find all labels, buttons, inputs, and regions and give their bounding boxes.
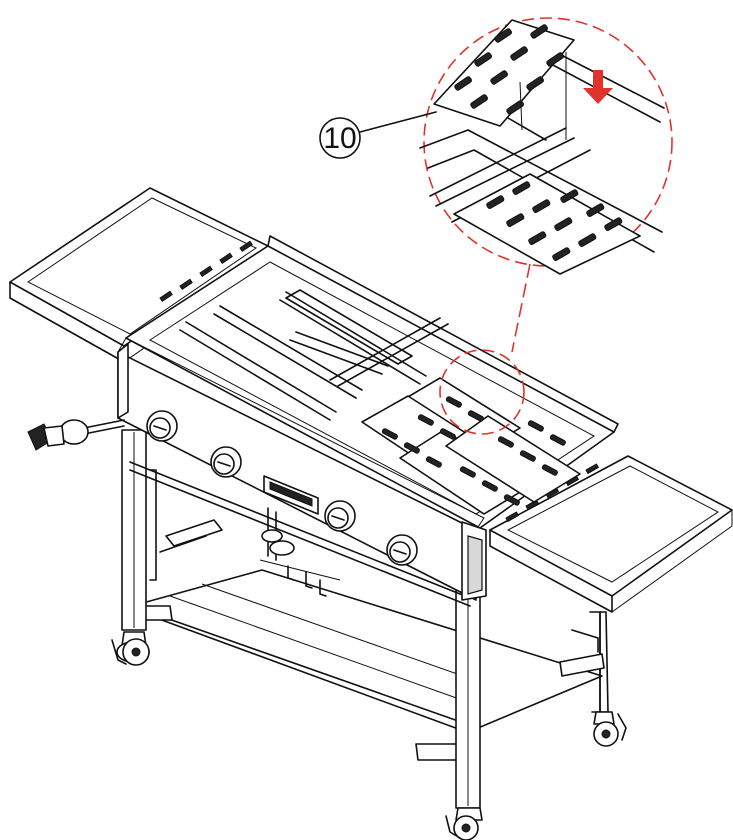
part-number-label: 10 (323, 122, 356, 155)
right-side-shelf (489, 455, 733, 653)
ignition-badge (263, 475, 319, 515)
tool-hooks (259, 507, 341, 597)
lower-shelf (131, 569, 603, 729)
control-knob-4 (386, 534, 418, 566)
gas-regulator (27, 419, 125, 451)
detail-flame-tamer-zoom (419, 19, 665, 275)
part-leader-line (359, 111, 437, 133)
part-callout-circle (319, 117, 361, 159)
arrow-down-icon (583, 70, 613, 104)
cart-frame (121, 429, 609, 809)
control-knob-3 (324, 500, 356, 532)
part-callout: 10 (319, 111, 437, 159)
caster-front-left (111, 631, 150, 666)
detail-pointer-circle (439, 349, 525, 435)
caster-back-right (593, 711, 627, 747)
burner-tubes (179, 291, 427, 421)
flame-tamers-installed (361, 377, 581, 515)
detail-callout-circle (423, 17, 673, 267)
control-knob-1 (146, 410, 178, 442)
caster-front-right (445, 807, 483, 840)
detail-leader-line (511, 263, 531, 353)
control-knob-2 (210, 446, 242, 478)
